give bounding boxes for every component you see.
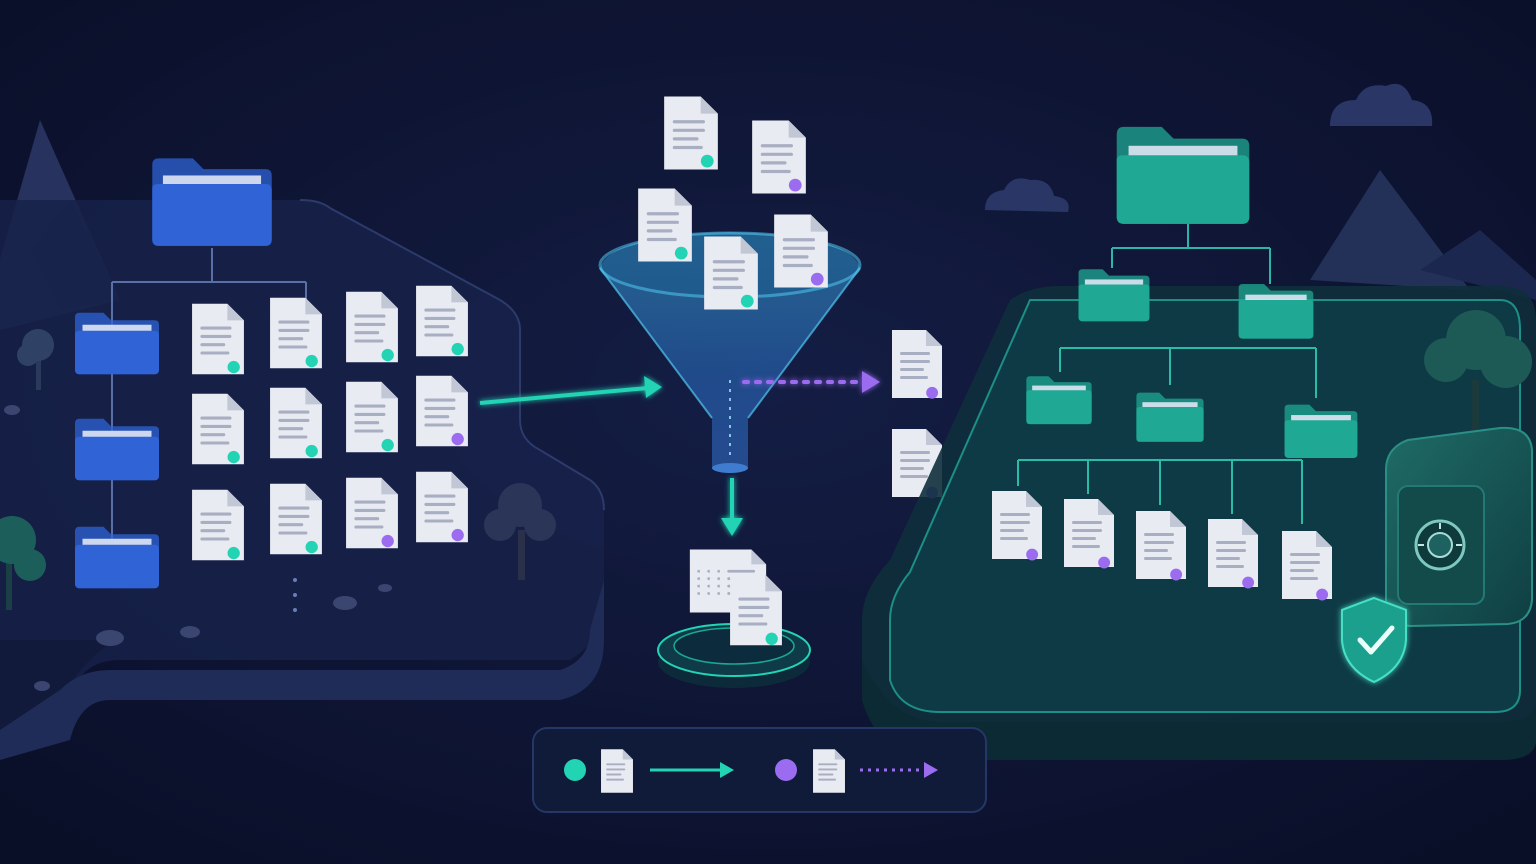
document-icon xyxy=(730,575,782,646)
folder-icon xyxy=(75,419,159,481)
legend xyxy=(532,727,987,813)
tree-icon xyxy=(0,329,556,610)
folder-icon xyxy=(75,313,159,375)
document-icon xyxy=(752,120,806,193)
incoming-documents xyxy=(638,96,828,309)
document-icon xyxy=(601,749,633,792)
document-icon xyxy=(270,484,322,555)
document-icon xyxy=(192,304,244,375)
document-icon xyxy=(704,236,758,309)
legend-purple-dot xyxy=(775,759,797,781)
teal-flow-arrow xyxy=(479,376,662,405)
document-icon xyxy=(192,490,244,561)
document-icon xyxy=(774,214,828,287)
document-icon xyxy=(1136,511,1186,581)
purple-flow-arrow xyxy=(742,371,880,393)
document-icon xyxy=(416,286,468,357)
document-icon xyxy=(346,382,398,453)
document-icon xyxy=(813,749,845,792)
tree-icon xyxy=(1424,310,1532,440)
document-stack-icon xyxy=(690,550,782,646)
document-icon xyxy=(270,298,322,369)
shield-check-icon xyxy=(1341,596,1407,684)
document-icon xyxy=(664,96,718,169)
document-icon xyxy=(892,330,942,399)
folder-icon xyxy=(1079,269,1150,321)
cloud-icon xyxy=(985,83,1433,212)
document-icon xyxy=(270,388,322,459)
folder-icon xyxy=(1239,284,1314,339)
folder-icon xyxy=(1285,405,1358,458)
document-icon xyxy=(1208,519,1258,589)
mountains-right xyxy=(1310,170,1536,300)
document-icon xyxy=(638,188,692,261)
folder-icon xyxy=(75,527,159,589)
document-icon xyxy=(1282,531,1332,601)
more-indicator xyxy=(293,578,297,612)
target-documents xyxy=(992,491,1332,601)
target-tree-connectors xyxy=(1017,224,1317,524)
safe-icon xyxy=(1385,426,1533,628)
down-arrow xyxy=(721,478,743,536)
folder-icon xyxy=(152,158,271,245)
folder-icon xyxy=(1026,376,1091,424)
folder-icon xyxy=(1117,127,1250,224)
rocks xyxy=(4,405,392,691)
document-icon xyxy=(992,491,1042,561)
document-icon xyxy=(416,472,468,543)
document-icon xyxy=(346,292,398,363)
document-icon xyxy=(1064,499,1114,569)
document-icon xyxy=(346,478,398,549)
folder-icon xyxy=(1136,393,1203,442)
document-icon xyxy=(192,394,244,465)
document-icon xyxy=(416,376,468,447)
source-documents xyxy=(192,286,468,561)
legend-teal-dot xyxy=(564,759,586,781)
